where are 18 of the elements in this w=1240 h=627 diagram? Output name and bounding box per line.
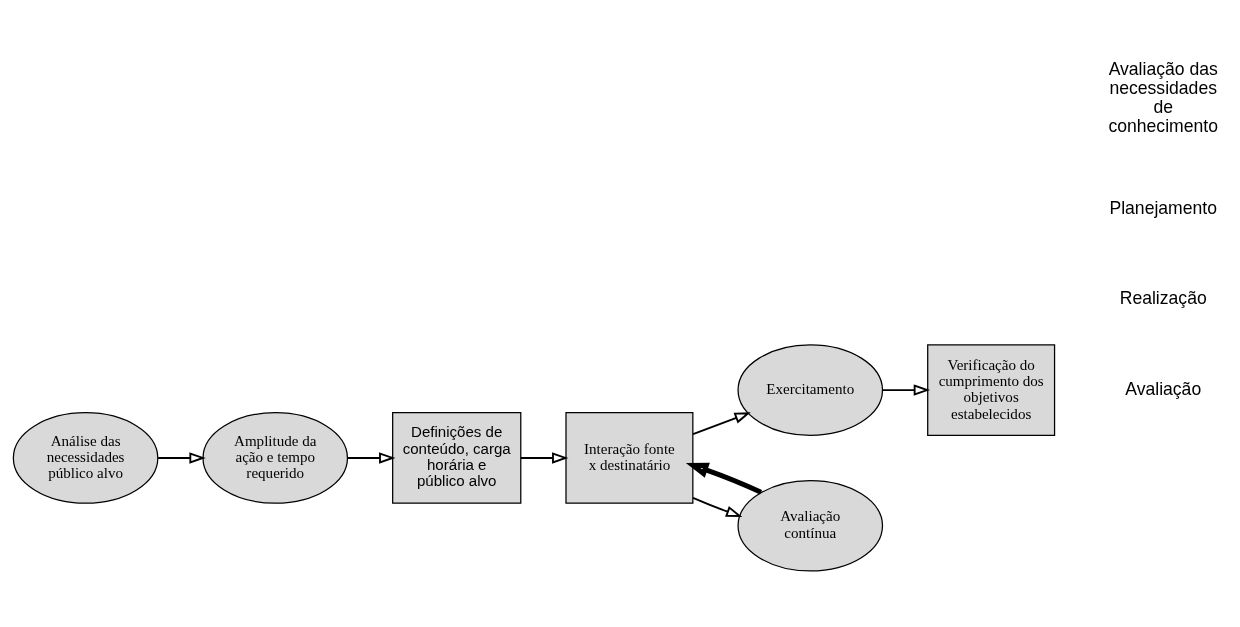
arrow bbox=[346, 452, 396, 464]
arrow bbox=[157, 452, 206, 464]
arrow bbox=[692, 412, 751, 436]
node-ellipse: Amplitude da ação e tempo requerido bbox=[202, 412, 349, 504]
arrow bbox=[685, 462, 763, 495]
arrow bbox=[881, 384, 931, 396]
arrow bbox=[692, 497, 743, 517]
node-ellipse: Avaliação contínua bbox=[737, 479, 884, 572]
node-box: Definições de conteúdo, carga horária e público alvo bbox=[392, 412, 522, 504]
arrow bbox=[519, 452, 569, 464]
node-box: Interação fonte x destinatário bbox=[565, 412, 694, 504]
label: Avaliação das necessidades de conhecimento bbox=[1108, 59, 1218, 136]
node-box: Verificação do cumprimento dos objetivos estabelecidos bbox=[927, 344, 1056, 436]
node-ellipse: Análise das necessidades público alvo bbox=[12, 412, 159, 504]
label: Realização bbox=[1119, 288, 1207, 309]
label: Avaliação bbox=[1125, 378, 1202, 399]
label: Planejamento bbox=[1109, 197, 1217, 218]
node-ellipse: Exercitamento bbox=[737, 344, 884, 436]
